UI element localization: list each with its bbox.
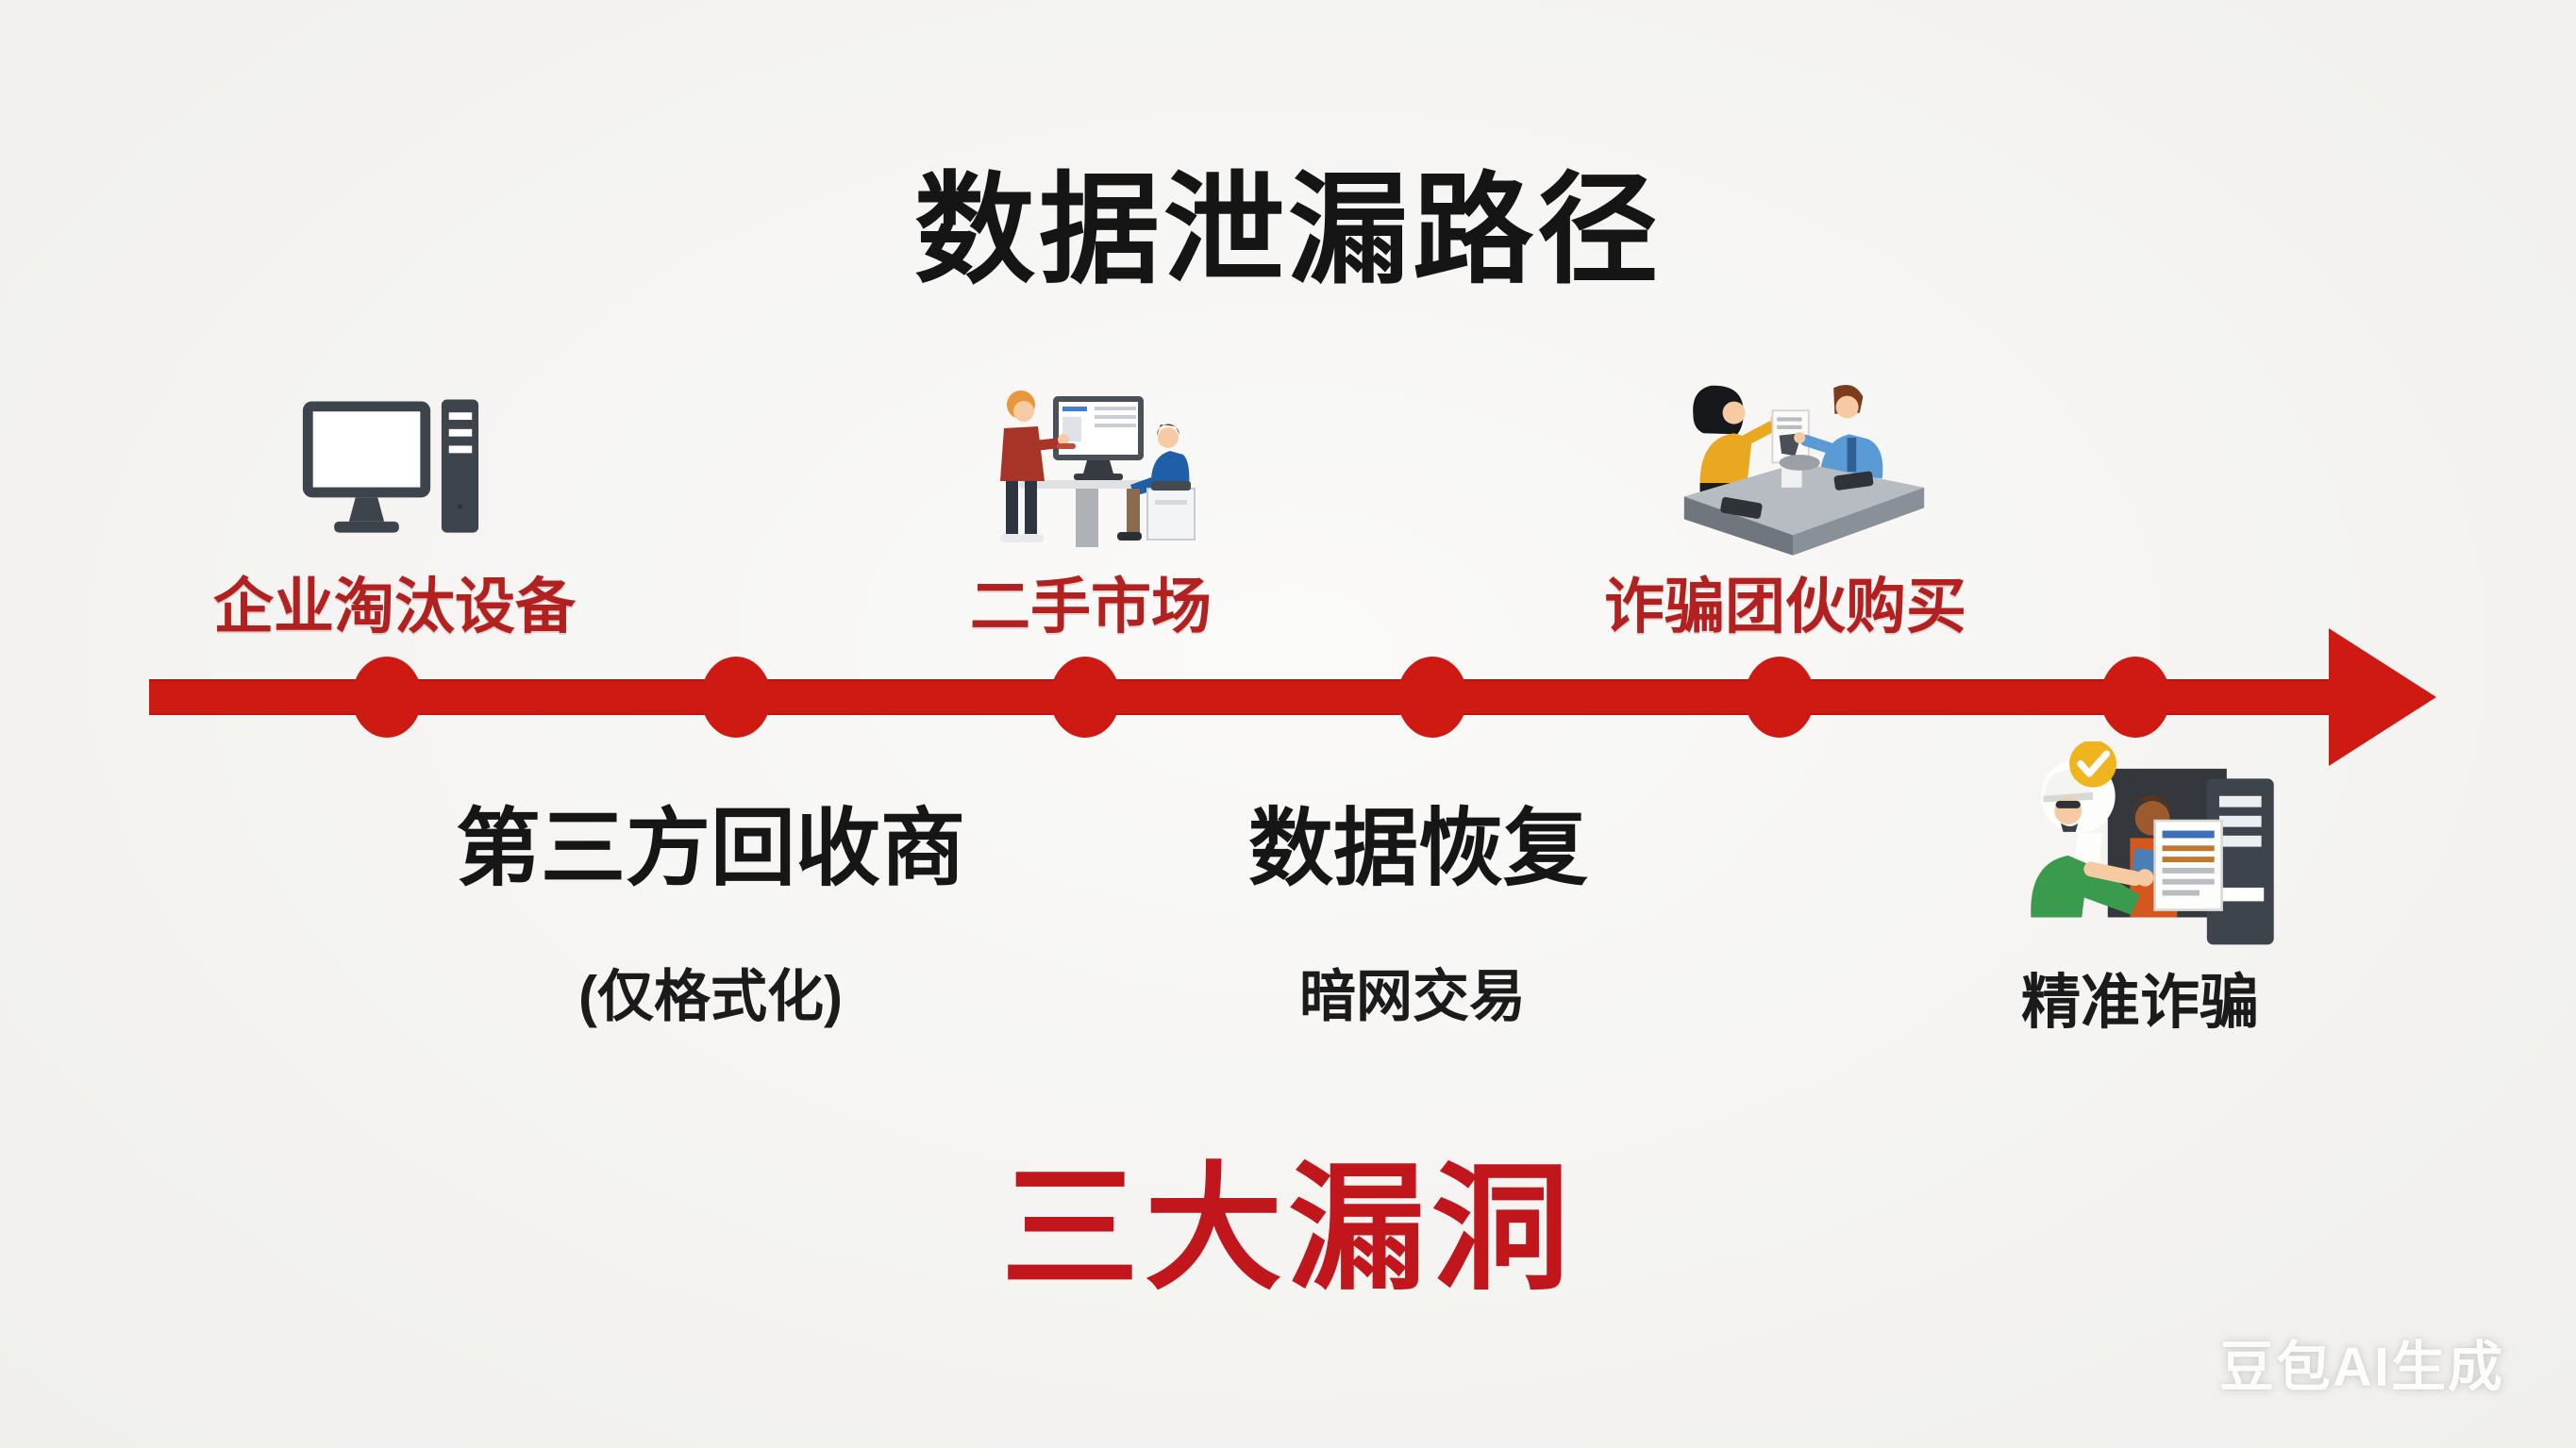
targeted-scam-icon xyxy=(2014,741,2299,947)
timeline-arrow-shaft xyxy=(149,679,2338,715)
stage-label-secondhand-market: 二手市场 xyxy=(970,573,1212,641)
stage-label-targeted-scam: 精准诈骗 xyxy=(2021,970,2259,1036)
stage-sublabel-format-only: (仅格式化) xyxy=(578,965,843,1028)
timeline-arrowhead-icon xyxy=(2329,628,2436,766)
headline-three-vulnerabilities: 三大漏洞 xyxy=(1001,1152,1575,1306)
page-title: 数据泄漏路径 xyxy=(913,163,1662,298)
timeline-node-dot-2 xyxy=(701,657,771,738)
desktop-computer-icon xyxy=(297,392,482,543)
timeline-node-dot-6 xyxy=(2100,657,2170,738)
ai-generated-watermark: 豆包AI生成 xyxy=(2219,1337,2505,1398)
stage-label-third-party-recycler: 第三方回收商 xyxy=(456,802,965,896)
secondhand-market-icon xyxy=(970,383,1204,549)
stage-label-fraud-gang-purchase: 诈骗团伙购买 xyxy=(1604,573,1966,641)
timeline-node-dot-5 xyxy=(1745,657,1815,738)
timeline-node-dot-4 xyxy=(1397,657,1467,738)
timeline-node-dot-3 xyxy=(1050,657,1120,738)
stage-sublabel-darkweb-trade: 暗网交易 xyxy=(1299,965,1526,1028)
stage-label-data-recovery: 数据恢复 xyxy=(1248,802,1588,896)
timeline-node-dot-1 xyxy=(352,657,422,738)
fraud-deal-counter-icon xyxy=(1668,370,1940,557)
stage-label-enterprise-discarded-devices: 企业淘汰设备 xyxy=(213,573,576,641)
